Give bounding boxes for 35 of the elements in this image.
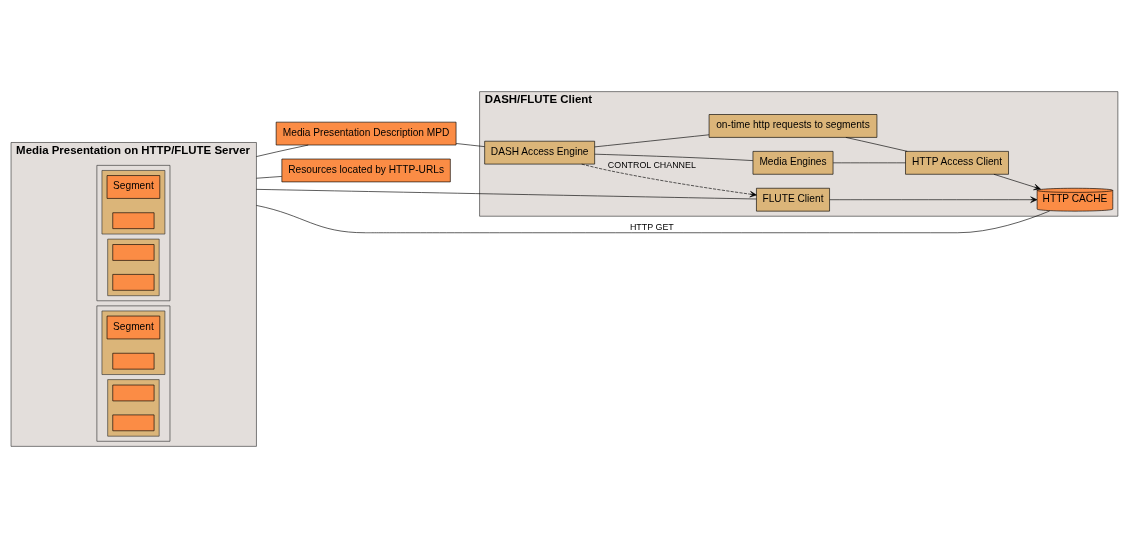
arrow (993, 173, 1041, 190)
node-box: Resources located by HTTP-URLs (281, 158, 451, 182)
connector (455, 142, 485, 147)
node-box (112, 414, 155, 431)
node-box: HTTP Access Client (905, 150, 1009, 175)
node-box: on-time http requests to segments (708, 113, 878, 138)
cluster (96, 164, 171, 301)
edge-label: CONTROL CHANNEL (607, 159, 696, 170)
node-box: DASH Access Engine (484, 140, 595, 164)
node-box (112, 352, 155, 369)
cluster (101, 169, 166, 234)
cluster (96, 305, 171, 442)
node-box (112, 243, 155, 261)
connector (594, 133, 710, 147)
arrow (581, 163, 757, 197)
node-box (112, 384, 155, 401)
cluster (101, 310, 166, 375)
node-box: Segment (106, 315, 161, 339)
node-box: Media Engines (752, 150, 834, 175)
connector (594, 153, 754, 161)
node-box (112, 211, 155, 229)
arrow (829, 196, 1038, 203)
connector (256, 204, 1050, 233)
node-box: FLUTE Client (756, 187, 830, 211)
connector (256, 175, 283, 179)
node-box: Media Presentation Description MPD (275, 121, 457, 145)
cluster (107, 378, 160, 436)
connector (845, 136, 908, 152)
connector (256, 188, 757, 199)
edge-label: HTTP GET (629, 221, 674, 232)
connector (256, 144, 309, 157)
cluster (107, 238, 160, 296)
node-box: Segment (106, 174, 161, 199)
connector (832, 162, 906, 163)
node-box (112, 273, 155, 291)
